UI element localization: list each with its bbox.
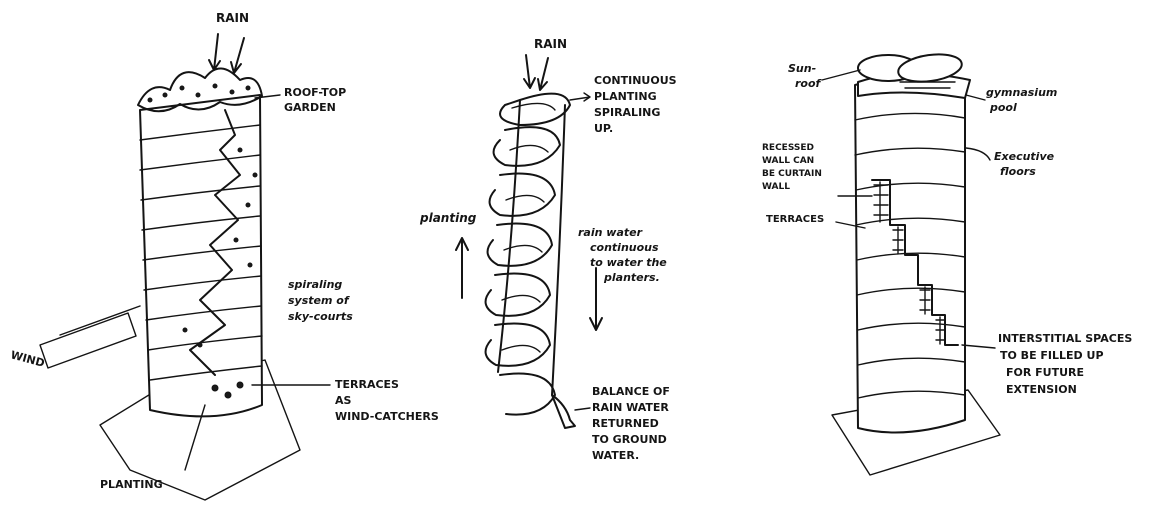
label-roof-top-garden: ROOF-TOP GARDEN	[284, 86, 350, 114]
tower-sketch-3: Sun- roof gymnasium pool Executive floor…	[762, 51, 1136, 475]
label-executive-floors: Executive floors	[994, 150, 1058, 178]
label-continuous-planting: CONTINUOUS PLANTING SPIRALING UP.	[594, 74, 680, 135]
label-recessed-wall: RECESSED WALL CAN BE CURTAIN WALL	[762, 143, 825, 192]
water-arrow-down	[590, 268, 602, 330]
label-terraces-wind-catchers: TERRACES AS WIND-CATCHERS	[335, 378, 439, 423]
label-rain-water-continuous: rain water continuous to water the plant…	[578, 226, 671, 284]
spiral-ribbon	[486, 94, 570, 415]
label-wind: WIND	[9, 348, 46, 370]
label-gymnasium-pool: gymnasium pool	[986, 86, 1061, 114]
label-balance-rain-water: BALANCE OF RAIN WATER RETURNED TO GROUND…	[592, 385, 674, 462]
label-planting-1: PLANTING	[100, 478, 163, 491]
label-rain-2: RAIN	[534, 37, 567, 51]
label-sun-roof: Sun- roof	[788, 62, 822, 90]
wind-deflector	[40, 313, 136, 368]
label-terraces-3: TERRACES	[766, 214, 824, 225]
spiral-sketch: RAIN CONTINUOUS PLANTING SPIRALING UP. p…	[419, 37, 680, 462]
label-rain-1: RAIN	[216, 11, 249, 25]
tower-sketch-1: RAIN ROOF-TOP GARDEN spiraling system of…	[9, 11, 439, 500]
label-planting-2: planting	[419, 211, 477, 225]
label-spiraling-sky-courts: spiraling system of sky-courts	[288, 278, 353, 323]
planting-arrow-up	[456, 238, 468, 298]
label-interstitial-spaces: INTERSTITIAL SPACES TO BE FILLED UP FOR …	[998, 332, 1136, 396]
